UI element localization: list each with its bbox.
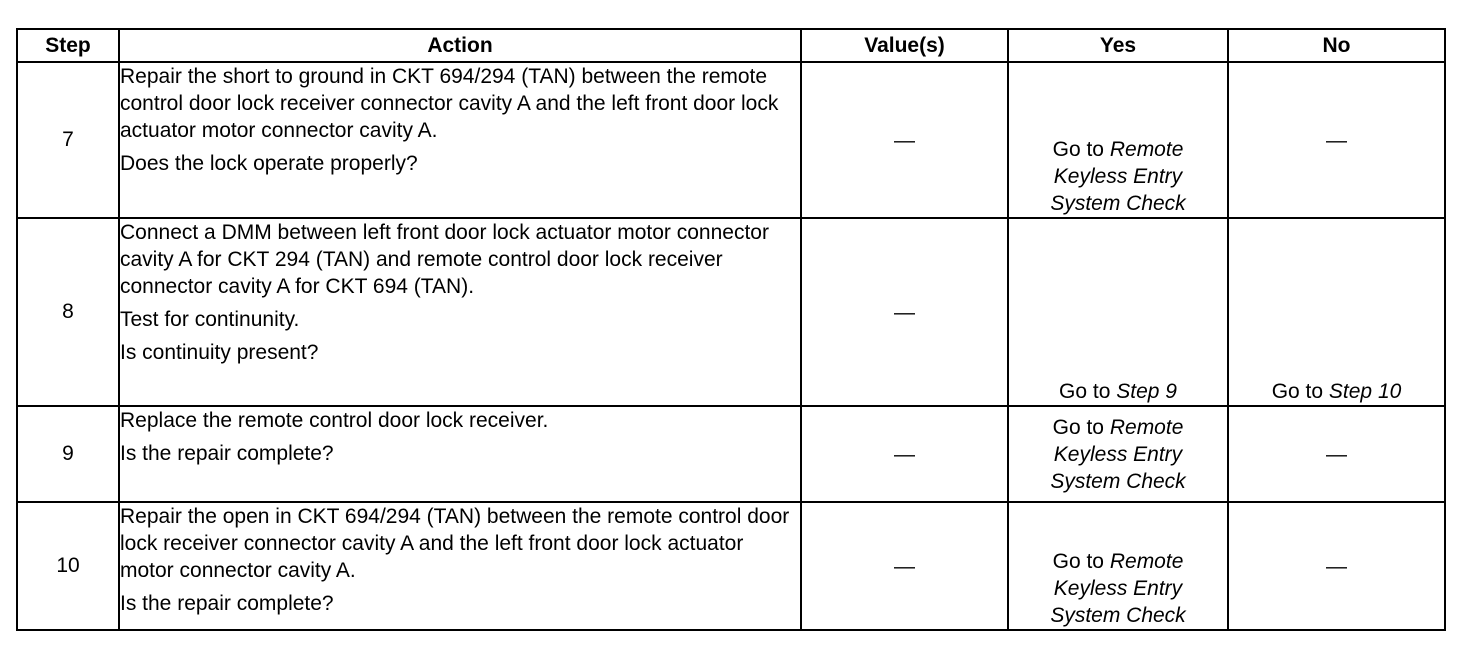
no-prefix: Go to: [1271, 380, 1324, 403]
values-cell: —: [800, 61, 1009, 219]
action-cell: Repair the short to ground in CKT 694/29…: [118, 61, 802, 219]
header-no: No: [1227, 28, 1446, 63]
no-link-ref[interactable]: Step 10: [1328, 380, 1402, 403]
header-yes: Yes: [1007, 28, 1229, 63]
action-text: Repair the short to ground in CKT 694/29…: [120, 65, 779, 142]
yes-cell: Go to Remote Keyless Entry System Check: [1007, 61, 1229, 219]
action-question: Is continuity present?: [120, 341, 319, 364]
yes-link-ref-line3[interactable]: System Check: [1050, 469, 1186, 493]
yes-link-ref[interactable]: Remote: [1109, 415, 1184, 439]
no-cell: Go to Step 10: [1227, 217, 1446, 407]
yes-link-ref-line2[interactable]: Keyless Entry: [1053, 442, 1183, 466]
header-action: Action: [118, 28, 802, 63]
no-cell: —: [1227, 501, 1446, 631]
yes-link-ref[interactable]: Step 9: [1116, 380, 1177, 403]
yes-link-ref[interactable]: Remote: [1109, 138, 1184, 161]
diagnostic-table: Step Action Value(s) Yes No 7 Repair the…: [16, 28, 1446, 631]
action-cell: Replace the remote control door lock rec…: [118, 405, 802, 503]
header-step: Step: [16, 28, 120, 63]
yes-prefix: Go to: [1052, 550, 1104, 573]
action-question: Is the repair complete?: [120, 592, 334, 615]
values-cell: —: [800, 217, 1009, 407]
action-text: Connect a DMM between left front door lo…: [120, 221, 769, 298]
yes-cell: Go to Step 9: [1007, 217, 1229, 407]
action-cell: Repair the open in CKT 694/294 (TAN) bet…: [118, 501, 802, 631]
no-cell: —: [1227, 61, 1446, 219]
values-cell: —: [800, 501, 1009, 631]
action-question: Is the repair complete?: [120, 442, 334, 465]
step-number: 10: [16, 501, 120, 631]
yes-link-ref-line3[interactable]: System Check: [1050, 192, 1186, 215]
table-row: 9 Replace the remote control door lock r…: [16, 405, 1446, 503]
step-number: 7: [16, 61, 120, 219]
table-row: 7 Repair the short to ground in CKT 694/…: [16, 61, 1446, 219]
yes-link-ref-line2[interactable]: Keyless Entry: [1053, 577, 1183, 600]
yes-prefix: Go to: [1052, 415, 1104, 439]
yes-link-ref[interactable]: Remote: [1109, 550, 1184, 573]
header-values: Value(s): [800, 28, 1009, 63]
yes-cell: Go to Remote Keyless Entry System Check: [1007, 501, 1229, 631]
header-row: Step Action Value(s) Yes No: [16, 28, 1446, 63]
action-text: Replace the remote control door lock rec…: [120, 409, 549, 432]
yes-cell: Go to Remote Keyless Entry System Check: [1007, 405, 1229, 503]
yes-link-ref-line2[interactable]: Keyless Entry: [1053, 165, 1183, 188]
action-question: Does the lock operate properly?: [120, 152, 418, 175]
action-text: Repair the open in CKT 694/294 (TAN) bet…: [120, 505, 790, 582]
no-cell: —: [1227, 405, 1446, 503]
action-cell: Connect a DMM between left front door lo…: [118, 217, 802, 407]
table-row: 8 Connect a DMM between left front door …: [16, 217, 1446, 407]
step-number: 8: [16, 217, 120, 407]
table-row: 10 Repair the open in CKT 694/294 (TAN) …: [16, 501, 1446, 631]
step-number: 9: [16, 405, 120, 503]
values-cell: —: [800, 405, 1009, 503]
action-instruction: Test for continunity.: [120, 308, 300, 331]
yes-link-ref-line3[interactable]: System Check: [1050, 604, 1186, 627]
yes-prefix: Go to: [1059, 380, 1111, 403]
yes-prefix: Go to: [1052, 138, 1104, 161]
